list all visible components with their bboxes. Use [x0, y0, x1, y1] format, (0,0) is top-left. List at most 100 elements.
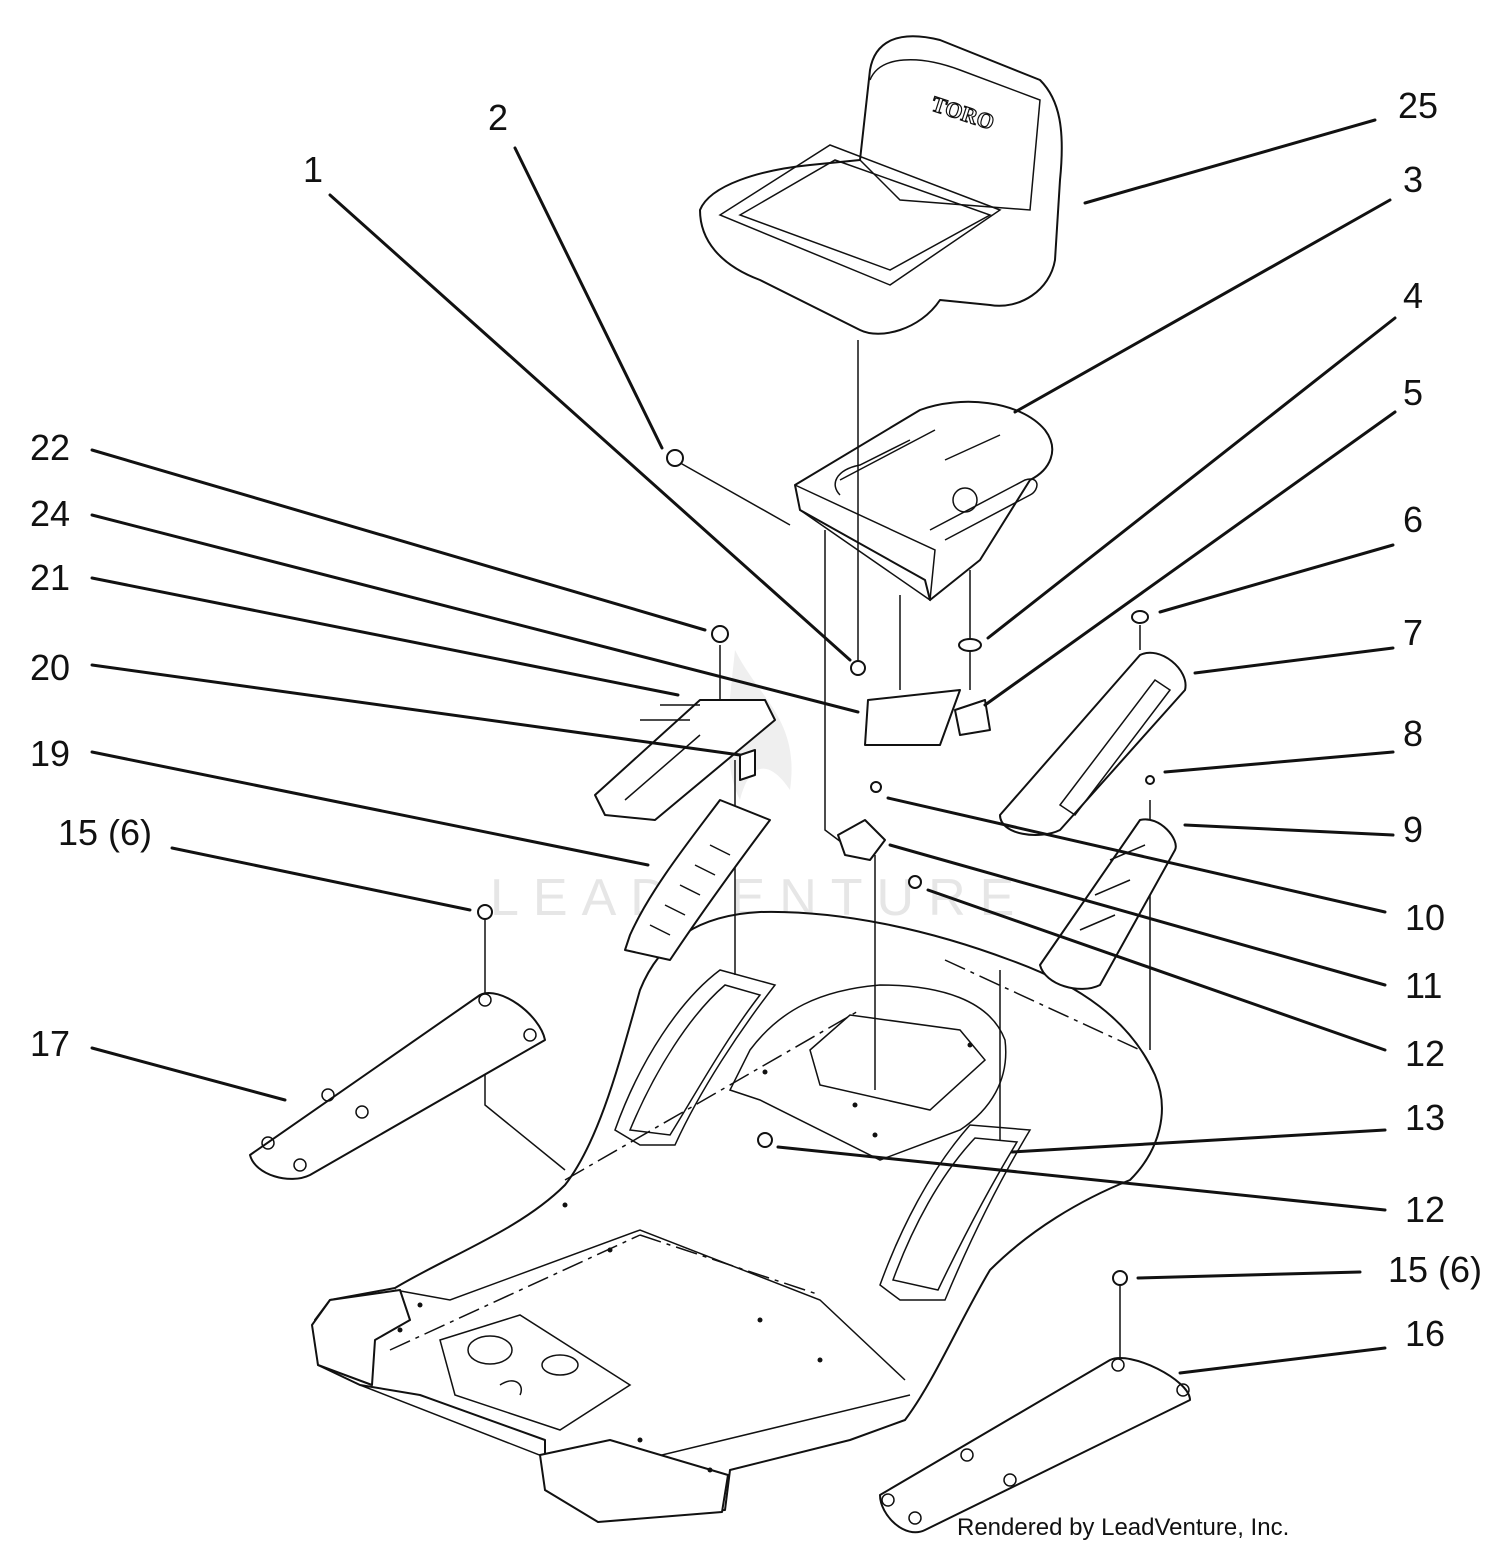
callout-5: 5 [1403, 372, 1423, 413]
seat-backrest [859, 59, 1041, 211]
knob-5-icon [954, 699, 991, 736]
fender-outline [314, 910, 1163, 1521]
footrest-mat-17 [249, 992, 546, 1180]
callout-12-upper: 12 [1405, 1033, 1445, 1074]
control-plate [439, 1314, 632, 1431]
callout-24: 24 [30, 493, 70, 534]
seat-deck-panel [728, 984, 1007, 1161]
leader-21 [90, 576, 680, 697]
callout-1: 1 [303, 149, 323, 190]
right-foot-bumper [539, 1439, 729, 1523]
leader-lines [90, 118, 1397, 1375]
leader-5 [983, 410, 1397, 707]
callout-17: 17 [30, 1023, 70, 1064]
seat-pan-front [794, 484, 936, 602]
control-plate-hole [467, 1335, 513, 1365]
pad-24-icon [864, 689, 961, 746]
leader-10 [886, 796, 1387, 914]
left-decals [594, 699, 776, 961]
callout-7: 7 [1403, 612, 1423, 653]
washer-4-icon [958, 638, 982, 652]
callout-2: 2 [488, 97, 508, 138]
leader-17 [90, 1046, 287, 1102]
callout-11: 11 [1405, 965, 1442, 1006]
leader-6 [1158, 543, 1395, 614]
seat-opening [809, 1014, 987, 1111]
decal-21 [594, 699, 776, 821]
callout-16: 16 [1405, 1313, 1445, 1354]
leader-11 [888, 843, 1387, 987]
leader-12a [926, 888, 1387, 1052]
callout-15-right: 15 (6) [1388, 1249, 1482, 1290]
clip-20-icon [739, 749, 756, 781]
leader-25 [1083, 118, 1377, 205]
seat-pan-slot-3 [944, 434, 1001, 461]
leader-1 [328, 193, 852, 662]
seat-pan-adjust-knob [952, 487, 978, 513]
control-plate-slot [541, 1354, 579, 1376]
body-mounting-holes [397, 1042, 973, 1473]
render-credit: Rendered by LeadVenture, Inc. [957, 1514, 1289, 1541]
leader-4 [986, 316, 1397, 640]
ref-line-b [389, 1234, 641, 1351]
screw-15b-icon [1112, 1270, 1128, 1286]
left-fender-opening [614, 969, 777, 1146]
right-decals [999, 651, 1187, 990]
seat-pan [794, 400, 1054, 602]
callout-25: 25 [1398, 85, 1438, 126]
callout-22: 22 [30, 427, 70, 468]
nut-12b-icon [757, 1132, 773, 1148]
leader-22 [90, 448, 707, 632]
callout-20: 20 [30, 647, 70, 688]
callout-10: 10 [1405, 897, 1445, 938]
mat-16-outline [879, 1357, 1191, 1534]
leader-13 [1010, 1128, 1387, 1154]
decal-7 [999, 651, 1187, 836]
leader-8 [1163, 750, 1395, 774]
footrest-mat-16 [879, 1357, 1191, 1534]
seat-cushion [718, 144, 1002, 286]
bolt-10-icon [870, 781, 882, 793]
bolt-2-icon [666, 449, 684, 467]
ref-line-a [564, 1009, 861, 1181]
strip-19-slots [649, 844, 731, 936]
leader-12b [776, 1145, 1387, 1212]
seat-pan-slot-4 [929, 478, 1038, 541]
strip-9 [1039, 818, 1177, 990]
mat-17-outline [249, 992, 546, 1180]
callout-6: 6 [1403, 499, 1423, 540]
leader-19 [90, 750, 650, 867]
seat-pan-slot-2 [834, 439, 911, 496]
decal-21-pattern [624, 704, 701, 801]
callout-3: 3 [1403, 159, 1423, 200]
screw-6-icon [1131, 610, 1149, 624]
left-fender-opening-inner [628, 984, 762, 1136]
leader-7 [1193, 646, 1395, 675]
left-foot-bumper [311, 1289, 411, 1386]
seat-outline [699, 35, 1063, 335]
floor-inner-edge [394, 1229, 906, 1381]
screw-22-icon [711, 625, 729, 643]
ref-line-c [639, 1234, 821, 1296]
ref-line-d [944, 959, 1141, 1051]
leader-24 [90, 513, 860, 714]
hardware [477, 449, 1155, 1286]
strip-19 [624, 799, 771, 961]
callout-8: 8 [1403, 713, 1423, 754]
leader-20 [90, 663, 742, 757]
leader-15b [1136, 1270, 1362, 1280]
callout-labels: 1 2 25 3 4 5 6 7 8 9 10 11 12 13 12 15 (… [30, 85, 1482, 1354]
callout-19: 19 [30, 733, 70, 774]
screw-8-icon [1145, 775, 1155, 785]
right-fender-opening [879, 1124, 1032, 1301]
screw-15a-icon [477, 904, 493, 920]
seat-cushion-inner [738, 159, 992, 271]
seat-pan-slot-1 [839, 429, 936, 481]
leader-9 [1183, 823, 1395, 837]
decal-7-slot [1058, 678, 1172, 817]
callout-15-left: 15 (6) [58, 812, 152, 853]
callout-12-lower: 12 [1405, 1189, 1445, 1230]
bracket-11-icon [837, 819, 886, 861]
callout-9: 9 [1403, 809, 1423, 850]
